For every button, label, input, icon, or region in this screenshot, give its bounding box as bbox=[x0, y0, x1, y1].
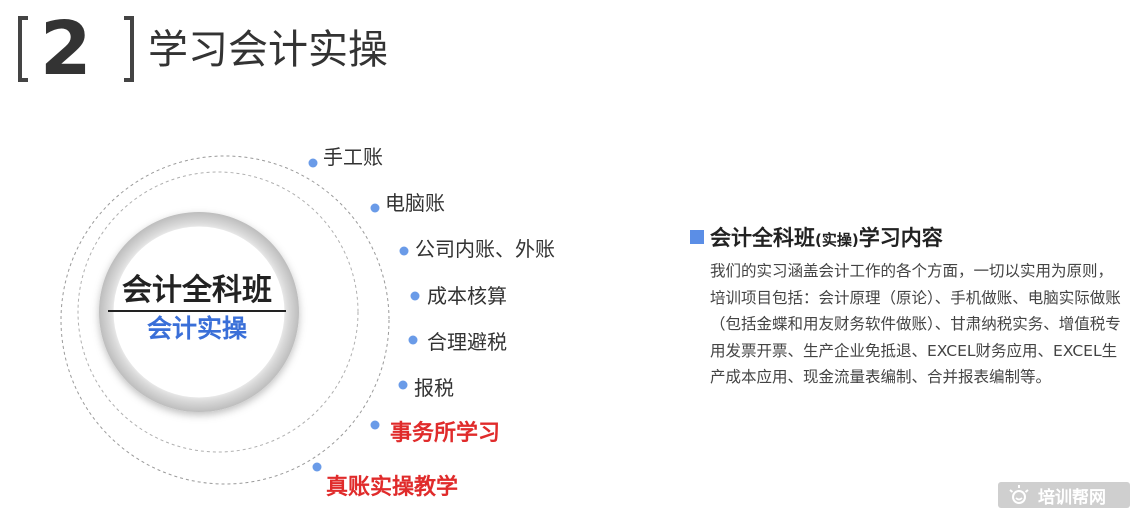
sun-smile-icon bbox=[1009, 485, 1029, 504]
orbit-dot bbox=[312, 462, 322, 472]
orbit-item-label: 事务所学习 bbox=[390, 421, 501, 446]
orbit-outer bbox=[60, 155, 390, 485]
left-bracket bbox=[18, 16, 28, 82]
section-number: 2 bbox=[40, 6, 92, 92]
watermark-text: 培训帮网 bbox=[1038, 487, 1106, 508]
orbit-dot bbox=[398, 380, 408, 390]
right-bracket bbox=[124, 16, 134, 82]
panel-title-small: (实操) bbox=[815, 231, 859, 249]
orbit-inner bbox=[77, 171, 359, 453]
panel-title-end: 学习内容 bbox=[858, 226, 943, 250]
section-title: 学习会计实操 bbox=[148, 27, 388, 73]
orbit-item-label: 合理避税 bbox=[427, 330, 507, 354]
center-subtitle: 会计实操 bbox=[146, 314, 247, 343]
center-disc bbox=[112, 225, 286, 399]
panel-title: 会计全科班(实操)学习内容 bbox=[710, 222, 943, 252]
orbit-dot bbox=[308, 158, 318, 168]
center-title: 会计全科班 bbox=[122, 273, 272, 308]
orbit-item-label: 真账实操教学 bbox=[326, 475, 459, 500]
orbit-item-label: 公司内账、外账 bbox=[415, 237, 555, 261]
orbit-item-label: 手工账 bbox=[323, 145, 383, 169]
orbit-item-label: 成本核算 bbox=[427, 284, 507, 308]
center-label: 会计全科班 会计实操 bbox=[92, 272, 302, 346]
center-underline bbox=[108, 310, 286, 312]
orbit-item-label: 报税 bbox=[414, 376, 454, 400]
watermark-badge: 培训帮网 bbox=[998, 482, 1130, 508]
orbit-dot bbox=[370, 203, 380, 213]
content-panel: 会计全科班(实操)学习内容 我们的实习涵盖会计工作的各个方面，一切以实用为原则，… bbox=[690, 222, 1126, 391]
orbit-dot bbox=[408, 335, 418, 345]
orbit-dot bbox=[410, 291, 420, 301]
orbit-item-label: 电脑账 bbox=[385, 191, 445, 215]
panel-heading: 会计全科班(实操)学习内容 bbox=[690, 222, 1126, 252]
square-bullet-icon bbox=[690, 230, 704, 244]
panel-title-main: 会计全科班 bbox=[710, 226, 815, 250]
panel-body: 我们的实习涵盖会计工作的各个方面，一切以实用为原则，培训项目包括：会计原理（原论… bbox=[710, 262, 1121, 386]
orbit-dot bbox=[370, 420, 380, 430]
orbit-dot bbox=[399, 246, 409, 256]
